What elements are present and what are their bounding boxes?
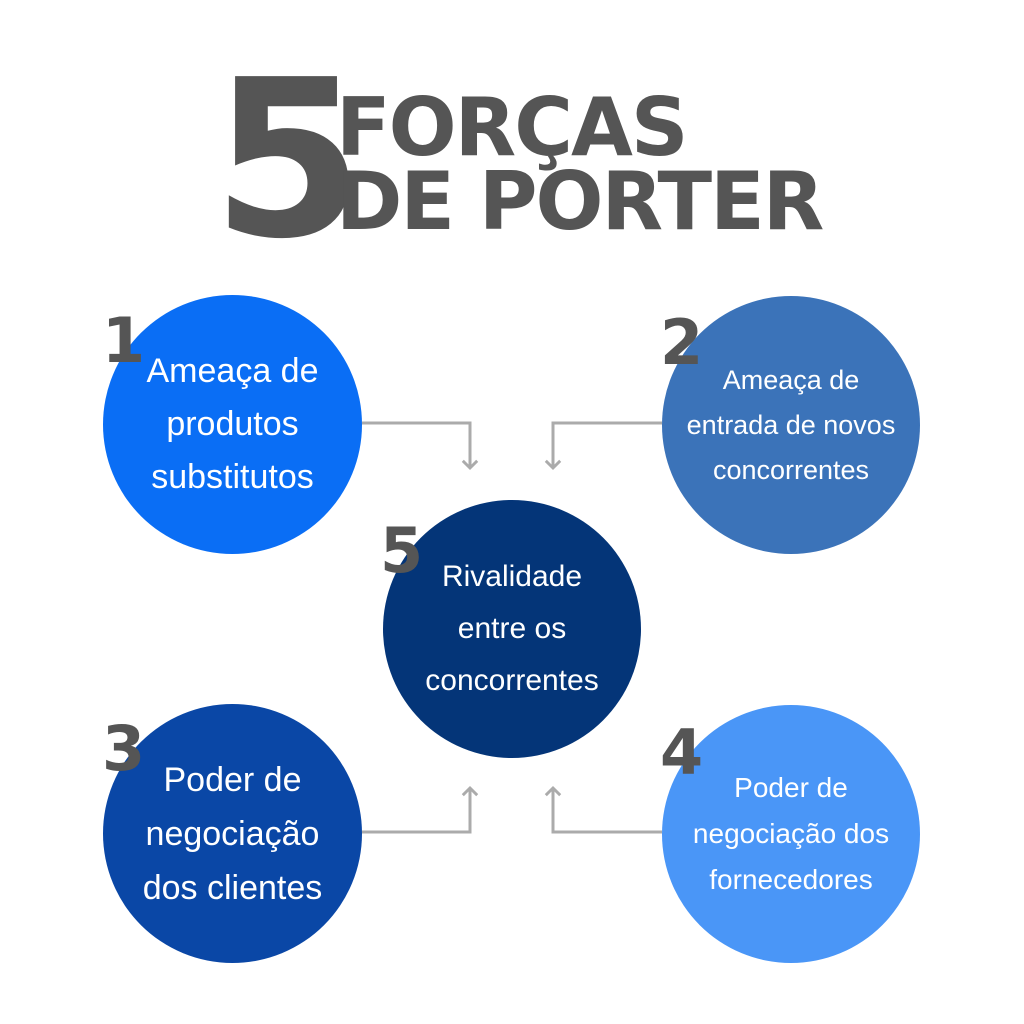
force-2-label: Ameaça de entrada de novos concorrentes [686,364,896,485]
arrow-force-2 [544,421,662,471]
force-5-number: 5 [380,514,424,587]
force-4-label: Poder de negociação dos fornecedores [692,772,890,895]
force-4-number: 4 [660,716,704,789]
arrow-force-4 [544,785,662,834]
force-3-circle: Poder de negociação dos clientes [103,704,362,963]
force-1-circle: Ameaça de produtos substitutos [103,295,362,554]
force-5-label: Rivalidade entre os concorrentes [425,560,599,697]
force-5-circle: Rivalidade entre os concorrentes [383,500,641,758]
title-number: 5 [212,34,364,287]
arrow-force-1 [362,421,479,471]
title-line-2: DE PORTER [336,155,824,248]
force-1-label: Ameaça de produtos substitutos [146,352,319,496]
title-line-1: FORÇAS [336,81,688,174]
force-2-number: 2 [660,306,704,379]
force-2-circle: Ameaça de entrada de novos concorrentes [662,296,920,554]
force-1-number: 1 [102,304,146,377]
force-3-number: 3 [102,712,146,785]
force-4-circle: Poder de negociação dos fornecedores [662,705,920,963]
force-3-label: Poder de negociação dos clientes [142,760,323,907]
arrow-force-3 [362,785,479,834]
